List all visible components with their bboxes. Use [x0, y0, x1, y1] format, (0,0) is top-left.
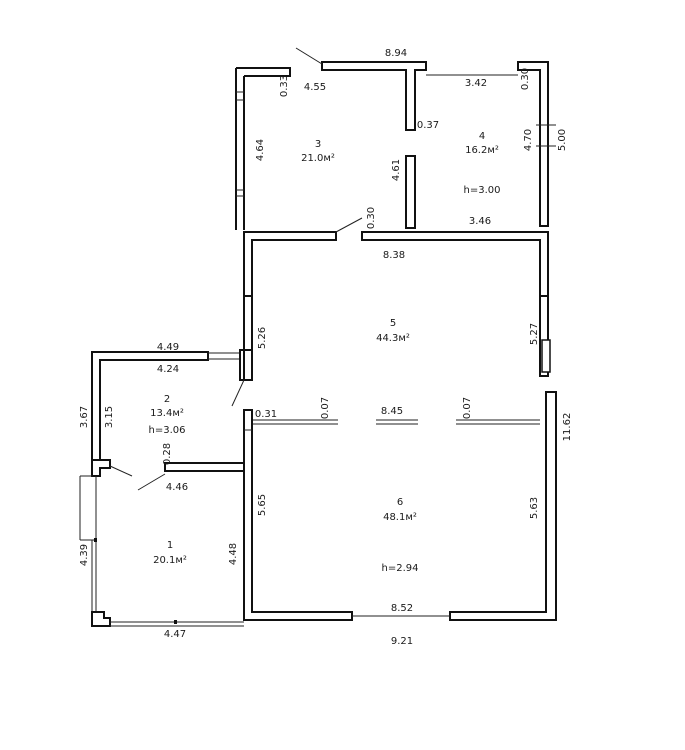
dim-0-07-left: 0.07: [320, 397, 331, 419]
dimension-labels-vertical: 0.33 0.30 4.64 4.70 5.00 4.61 0.30 5.26 …: [79, 68, 573, 566]
dim-5-65: 5.65: [257, 494, 268, 516]
room-5-number: 5: [390, 318, 396, 329]
room-1-walls: [79, 475, 244, 627]
dim-8-45: 8.45: [381, 406, 403, 417]
room-6-height: h=2.94: [382, 563, 419, 574]
dim-5-63: 5.63: [529, 497, 540, 519]
dim-5-00: 5.00: [557, 129, 568, 151]
room-6-number: 6: [397, 497, 403, 508]
dim-4-24: 4.24: [157, 364, 179, 375]
dim-3-67: 3.67: [79, 406, 90, 428]
dim-11-62: 11.62: [562, 413, 573, 442]
dim-4-39: 4.39: [79, 544, 90, 566]
room-2-height: h=3.06: [149, 425, 186, 436]
room-5-area: 44.3м²: [376, 333, 410, 344]
dim-0-30-mid: 0.30: [366, 207, 377, 229]
room-3-number: 3: [315, 139, 321, 150]
room-2-area: 13.4м²: [150, 408, 184, 419]
dim-8-52: 8.52: [391, 603, 413, 614]
dim-0-30-top: 0.30: [520, 68, 531, 90]
room-2-walls: [91, 349, 253, 491]
dim-4-70: 4.70: [523, 129, 534, 151]
dim-4-55: 4.55: [304, 82, 326, 93]
room-2-number: 2: [164, 394, 170, 405]
dim-4-61: 4.61: [391, 159, 402, 181]
dim-3-42: 3.42: [465, 78, 487, 89]
room-1-number: 1: [167, 540, 173, 551]
dim-4-48: 4.48: [228, 543, 239, 565]
dim-0-07-right: 0.07: [462, 397, 473, 419]
room-6-walls: [243, 391, 557, 621]
room-4-height: h=3.00: [464, 185, 501, 196]
dim-3-46: 3.46: [469, 216, 491, 227]
room-6-area: 48.1м²: [383, 512, 417, 523]
dimension-labels-horizontal: 8.94 4.55 3.42 0.37 3.46 8.38 4.49 4.24 …: [157, 48, 491, 647]
room-3-area: 21.0м²: [301, 153, 335, 164]
dim-0-28: 0.28: [162, 443, 173, 465]
room-1-area: 20.1м²: [153, 555, 187, 566]
dim-5-27: 5.27: [529, 323, 540, 345]
dim-0-37: 0.37: [417, 120, 439, 131]
dim-4-46: 4.46: [166, 482, 188, 493]
dim-5-26: 5.26: [257, 327, 268, 349]
dim-9-21: 9.21: [391, 636, 413, 647]
dim-8-94: 8.94: [385, 48, 407, 59]
dim-3-15: 3.15: [104, 406, 115, 428]
room-5-walls: [243, 296, 551, 425]
dim-0-33: 0.33: [279, 75, 290, 97]
dim-0-31: 0.31: [255, 409, 277, 420]
dim-4-49: 4.49: [157, 342, 179, 353]
dim-4-64: 4.64: [255, 139, 266, 161]
dim-8-38: 8.38: [383, 250, 405, 261]
room-labels: 3 21.0м² 4 16.2м² h=3.00 5 44.3м² 2 13.4…: [149, 131, 501, 574]
room-4-area: 16.2м²: [465, 145, 499, 156]
dim-4-47: 4.47: [164, 629, 186, 640]
room-4-number: 4: [479, 131, 485, 142]
